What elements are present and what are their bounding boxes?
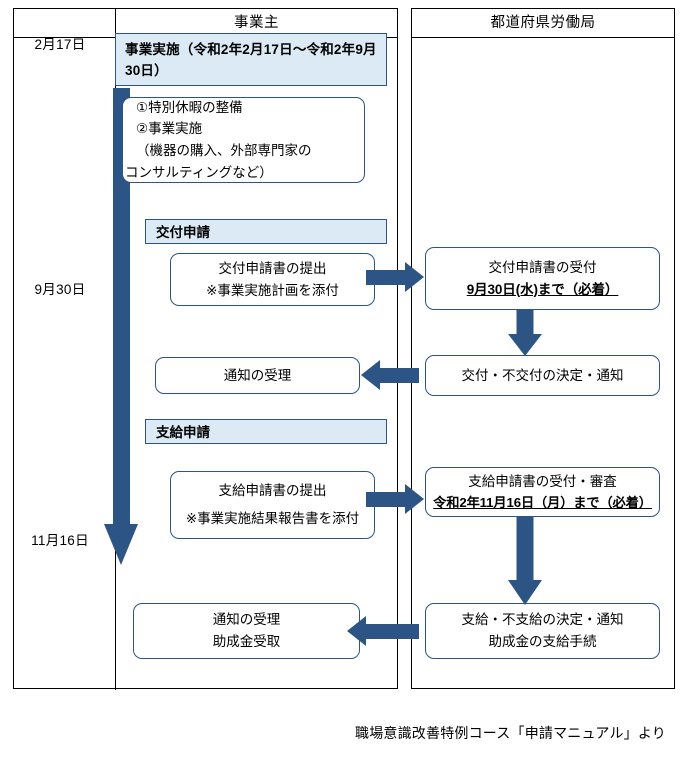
task-line-2: ②事業実施 (136, 121, 203, 137)
down-arrow-icon-grant-decision (508, 309, 542, 357)
right-arrow-icon-grant-submit (366, 262, 424, 293)
box-receive-notice-1: 通知の受理 (155, 357, 360, 394)
submit-note: ※事業実施計画を添付 (206, 282, 339, 298)
source-note: 職場意識改善特例コース「申請マニュアル」より (355, 725, 666, 741)
arrow-shaft (516, 516, 534, 582)
arrow-shaft (365, 624, 419, 639)
banner-grant-application: 交付申請 (145, 219, 387, 244)
arrow-head (347, 616, 366, 646)
decision-line-1: 支給・不支給の決定・通知 (461, 612, 624, 628)
box-receive-grant-application: 交付申請書の受付 9月30日(水)まで（必着） (425, 247, 660, 310)
arrow-shaft (113, 88, 130, 526)
box-submit-payment-application: 支給申請書の提出 ※事業実施結果報告書を添付 (170, 471, 375, 539)
arrow-shaft (516, 309, 534, 336)
header-row-divider (412, 37, 674, 38)
arrow-head (405, 484, 424, 514)
arrow-head (508, 580, 542, 605)
left-arrow-icon-notice-1 (361, 360, 419, 391)
date-label-sep-30: 9月30日 (34, 282, 86, 297)
box-payment-decision-notice: 支給・不支給の決定・通知 助成金の支給手続 (425, 603, 660, 659)
notice-line-1: 通知の受理 (212, 612, 281, 628)
box-grant-decision-notice: 交付・不交付の決定・通知 (425, 355, 660, 396)
box-receive-notice-and-subsidy: 通知の受理 助成金受取 (133, 603, 360, 659)
receive-deadline: 9月30日(水)まで（必着） (466, 281, 619, 297)
box-project-tasks: ①特別休暇の整備 ②事業実施 （機器の購入、外部専門家の コンサルティングなど） (122, 97, 365, 183)
down-arrow-icon-payment-decision (508, 516, 542, 605)
date-label-nov-16: 11月16日 (31, 533, 89, 548)
arrow-shaft (379, 368, 419, 383)
date-label-feb-17: 2月17日 (34, 37, 86, 52)
column-header-employer: 事業主 (234, 15, 279, 31)
banner-payment-application: 支給申請 (145, 419, 387, 444)
arrow-head (405, 262, 424, 292)
box-receive-review-payment-application: 支給申請書の受付・審査 令和2年11月16日（月）まで（必着） (425, 467, 660, 517)
right-arrow-icon-payment-submit (366, 484, 424, 515)
bureau-table: 都道府県労働局 (411, 8, 675, 689)
long-down-arrow-icon (104, 88, 138, 565)
column-header-bureau: 都道府県労働局 (490, 15, 596, 31)
arrow-head (508, 334, 542, 356)
banner-project-implementation: 事業実施（令和2年2月17日～令和2年9月30日） (115, 33, 387, 86)
task-line-1: ①特別休暇の整備 (136, 99, 243, 115)
arrow-head (104, 524, 138, 565)
task-line-4: コンサルティングなど） (125, 164, 273, 180)
decision-line-2: 助成金の支給手続 (488, 634, 597, 649)
submit-title: 支給申請書の提出 (218, 483, 327, 499)
receive-title: 交付申請書の受付 (488, 259, 597, 275)
submit-note: ※事業実施結果報告書を添付 (185, 511, 360, 526)
box-submit-grant-application: 交付申請書の提出 ※事業実施計画を添付 (170, 253, 375, 306)
submit-title: 交付申請書の提出 (218, 260, 327, 276)
arrow-shaft (366, 492, 406, 507)
task-line-3: （機器の購入、外部専門家の (136, 143, 312, 158)
review-title: 支給申請書の受付・審査 (468, 473, 617, 489)
left-arrow-icon-notice-2 (347, 616, 419, 647)
review-deadline: 令和2年11月16日（月）まで（必着） (433, 495, 652, 511)
arrow-shaft (366, 270, 406, 285)
notice-line-2: 助成金受取 (212, 634, 281, 649)
arrow-head (361, 360, 380, 390)
